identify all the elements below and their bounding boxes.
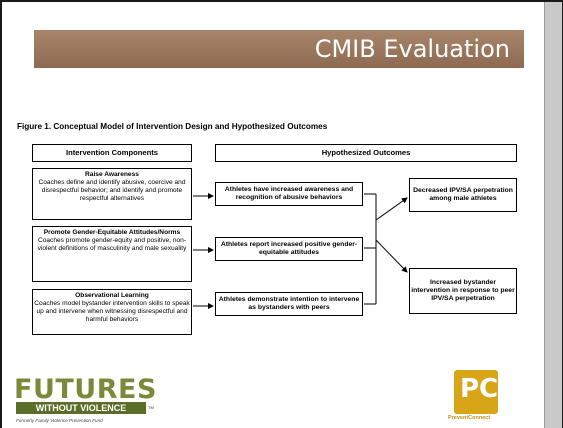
figure-title: Figure 1. Conceptual Model of Interventi… xyxy=(17,122,328,131)
slide: CMIB Evaluation Figure 1. Conceptual Mod… xyxy=(2,2,544,428)
title-banner: CMIB Evaluation xyxy=(34,30,524,68)
intervention-components-header: Intervention Components xyxy=(32,144,192,162)
preventconnect-name: PreventConnect xyxy=(448,415,491,421)
hypothesized-outcomes-header: Hypothesized Outcomes xyxy=(215,144,517,162)
header-label: Intervention Components xyxy=(66,148,158,157)
futures-formerly: Formerly Family Violence Prevention Fund xyxy=(16,418,103,423)
component-observational-learning: Observational Learning Coaches model bys… xyxy=(32,289,192,335)
outcome-label: Athletes demonstrate intention to interv… xyxy=(218,296,360,311)
outcome-label: Athletes report increased positive gende… xyxy=(220,241,358,256)
outcome-bystander-intention: Athletes demonstrate intention to interv… xyxy=(215,292,363,316)
outcome-awareness: Athletes have increased awareness and re… xyxy=(215,182,363,206)
component-body: Coaches define and identify abusive, coe… xyxy=(38,179,186,202)
outcome-decreased-perpetration: Decreased IPV/SA perpetration among male… xyxy=(409,178,517,212)
connector-arrows xyxy=(193,193,408,309)
futures-tm: TM xyxy=(148,405,154,410)
component-gender-equitable: Promote Gender-Equitable Attitudes/Norms… xyxy=(32,226,192,282)
futures-logo-band: WITHOUT VIOLENCE xyxy=(16,402,146,414)
component-body: Coaches promote gender-equity and positi… xyxy=(37,237,187,252)
component-raise-awareness: Raise Awareness Coaches define and ident… xyxy=(32,168,192,220)
futures-logo-word: FUTURES xyxy=(14,374,157,405)
slide-title: CMIB Evaluation xyxy=(314,35,510,63)
component-heading: Raise Awareness xyxy=(85,171,139,178)
outcome-attitudes: Athletes report increased positive gende… xyxy=(215,237,363,261)
right-sidebar xyxy=(544,2,562,428)
component-heading: Promote Gender-Equitable Attitudes/Norms xyxy=(43,229,181,236)
pc-letters: PC xyxy=(460,374,499,404)
outcome-label: Increased bystander intervention in resp… xyxy=(411,279,515,302)
component-body: Coaches model bystander intervention ski… xyxy=(34,300,190,323)
component-heading: Observational Learning xyxy=(75,292,149,299)
arrow xyxy=(375,197,408,221)
preventconnect-logo xyxy=(454,370,498,414)
arrow xyxy=(375,239,408,273)
outcome-label: Decreased IPV/SA perpetration among male… xyxy=(413,187,513,202)
outcome-label: Athletes have increased awareness and re… xyxy=(224,186,354,201)
outcome-increased-bystander: Increased bystander intervention in resp… xyxy=(409,268,517,314)
header-label: Hypothesized Outcomes xyxy=(321,148,411,157)
